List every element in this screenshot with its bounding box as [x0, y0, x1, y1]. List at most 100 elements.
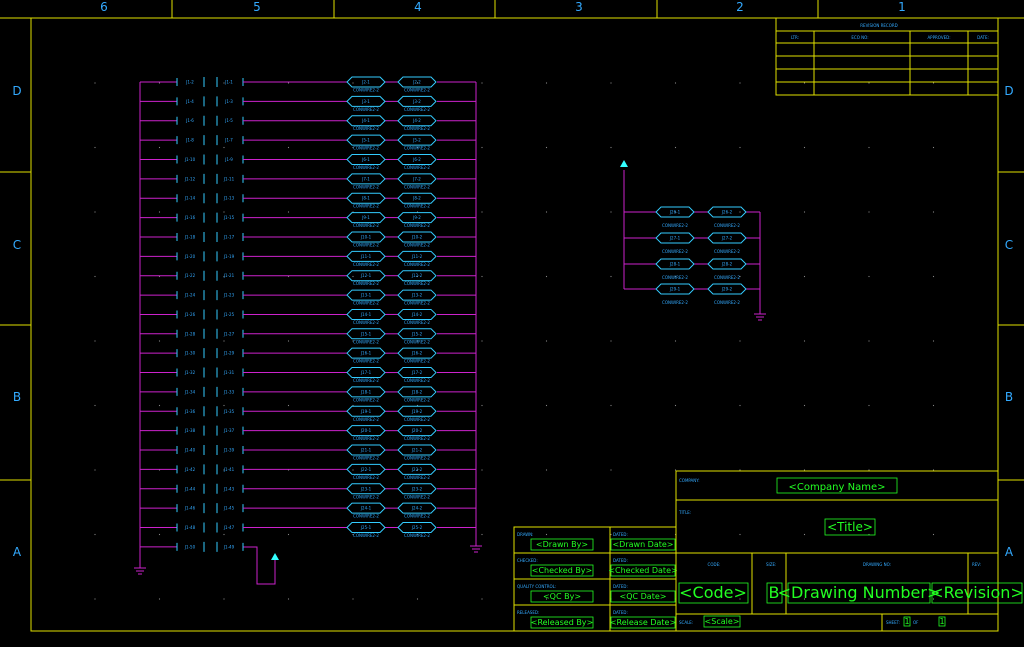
connector-hex	[397, 347, 437, 359]
connector-caption: CONWIRE2-2	[404, 184, 430, 189]
port-label: J1-24	[184, 293, 196, 298]
connector-label: J18-1	[360, 389, 372, 394]
port-label: J1-2	[185, 80, 194, 85]
port-label: J1-33	[223, 389, 235, 394]
grid-dot	[932, 404, 935, 407]
connector-hex	[397, 76, 437, 88]
port-label: J1-30	[184, 351, 196, 356]
connector-label: J17-1	[360, 370, 372, 375]
power-port-arrow-icon	[271, 553, 279, 560]
port-label: J1-26	[184, 312, 196, 317]
signoff-date-label: DATED:	[613, 532, 628, 537]
connector-label: J21-2	[411, 448, 423, 453]
grid-dot	[481, 469, 483, 471]
grid-dot	[416, 82, 419, 84]
connector-hex	[346, 231, 386, 243]
grid-dot	[803, 469, 806, 471]
grid-dot	[223, 146, 225, 149]
grid-dot	[674, 469, 677, 471]
connector-label: J9-1	[361, 215, 370, 220]
connector-hex	[346, 347, 386, 359]
scale-value: <Scale>	[705, 617, 740, 626]
port-label: J1-17	[223, 234, 235, 239]
connector-hex	[397, 212, 437, 224]
connector-caption: CONWIRE2-2	[662, 300, 688, 305]
grid-dot	[158, 404, 161, 407]
grid-dot	[416, 146, 419, 149]
signoff-date-value: <Checked Date>	[608, 566, 677, 575]
connector-hex	[397, 250, 437, 262]
signoff-row: DRAWN:<Drawn By>DATED:<Drawn Date>	[517, 532, 676, 551]
connector-label: J13-1	[360, 293, 372, 298]
connector-label: J18-2	[411, 389, 423, 394]
signoff-label: CHECKED:	[517, 558, 538, 563]
ground-symbol-icon	[754, 313, 766, 321]
grid-dot	[352, 469, 354, 471]
connector-label: J14-2	[411, 312, 423, 317]
port-label: J1-16	[184, 215, 196, 220]
connector-caption: CONWIRE2-2	[662, 249, 688, 254]
grid-dot	[481, 211, 483, 213]
grid-dot	[932, 340, 935, 342]
port-label: J1-12	[184, 176, 196, 181]
connector-label: J15-2	[411, 331, 423, 336]
connector-caption: CONWIRE2-2	[353, 107, 379, 112]
connector-label: J3-1	[361, 99, 370, 104]
grid-dot	[545, 340, 548, 342]
port-label: J1-49	[223, 544, 235, 549]
grid-dot	[287, 82, 290, 84]
signoff-date-label: DATED:	[613, 558, 628, 563]
zone-label: B	[1005, 390, 1013, 404]
connector-caption: CONWIRE2-2	[353, 126, 379, 131]
zone-label: B	[13, 390, 21, 404]
connector-caption: CONWIRE2-2	[404, 359, 430, 364]
zone-label: C	[1005, 238, 1013, 252]
grid-dot	[223, 340, 225, 342]
grid-dot	[868, 598, 870, 600]
connector-label: J29-2	[721, 287, 733, 292]
port-label: J1-3	[224, 99, 233, 104]
zone-label: 2	[736, 0, 744, 14]
connector-caption: CONWIRE2-2	[353, 359, 379, 364]
connector-hex	[397, 173, 437, 185]
revision-header-approved: APPROVED:	[927, 35, 950, 40]
connector-label: J4-1	[361, 118, 370, 123]
title-block: COMPANY: <Company Name> TITLE: <Title> C…	[675, 470, 1024, 632]
grid-dot	[868, 82, 870, 84]
power-port-arrow-icon	[620, 160, 628, 167]
connector-hex	[346, 95, 386, 107]
connector-caption: CONWIRE2-2	[714, 249, 740, 254]
connector-hex	[397, 386, 437, 398]
connector-caption: CONWIRE2-2	[404, 436, 430, 441]
connector-caption: CONWIRE2-2	[714, 223, 740, 228]
connector-hex	[397, 367, 437, 379]
grid-dot	[803, 404, 806, 407]
port-label: J1-48	[184, 525, 196, 530]
connector-caption: CONWIRE2-2	[353, 320, 379, 325]
grid-dots	[94, 82, 935, 600]
connector-hex	[346, 115, 386, 127]
connector-caption: CONWIRE2-2	[353, 514, 379, 519]
grid-dot	[223, 533, 225, 536]
port-label: J1-6	[185, 118, 194, 123]
signoff-row: RELEASED:<Released By>DATED:<Release Dat…	[517, 610, 676, 629]
grid-dot	[352, 82, 354, 84]
connector-hex	[397, 483, 437, 495]
grid-dot	[545, 211, 548, 213]
connector-caption: CONWIRE2-2	[353, 494, 379, 499]
port-label: J1-9	[224, 157, 233, 162]
grid-dot	[932, 598, 935, 600]
port-label: J1-5	[224, 118, 233, 123]
grid-dot	[674, 82, 677, 84]
port-label: J1-37	[223, 428, 235, 433]
connector-hex	[346, 386, 386, 398]
signoff-row: CHECKED:<Checked By>DATED:<Checked Date>	[517, 558, 678, 577]
grid-dot	[223, 598, 225, 600]
grid-dot	[287, 533, 290, 536]
of-label: OF	[913, 620, 919, 625]
